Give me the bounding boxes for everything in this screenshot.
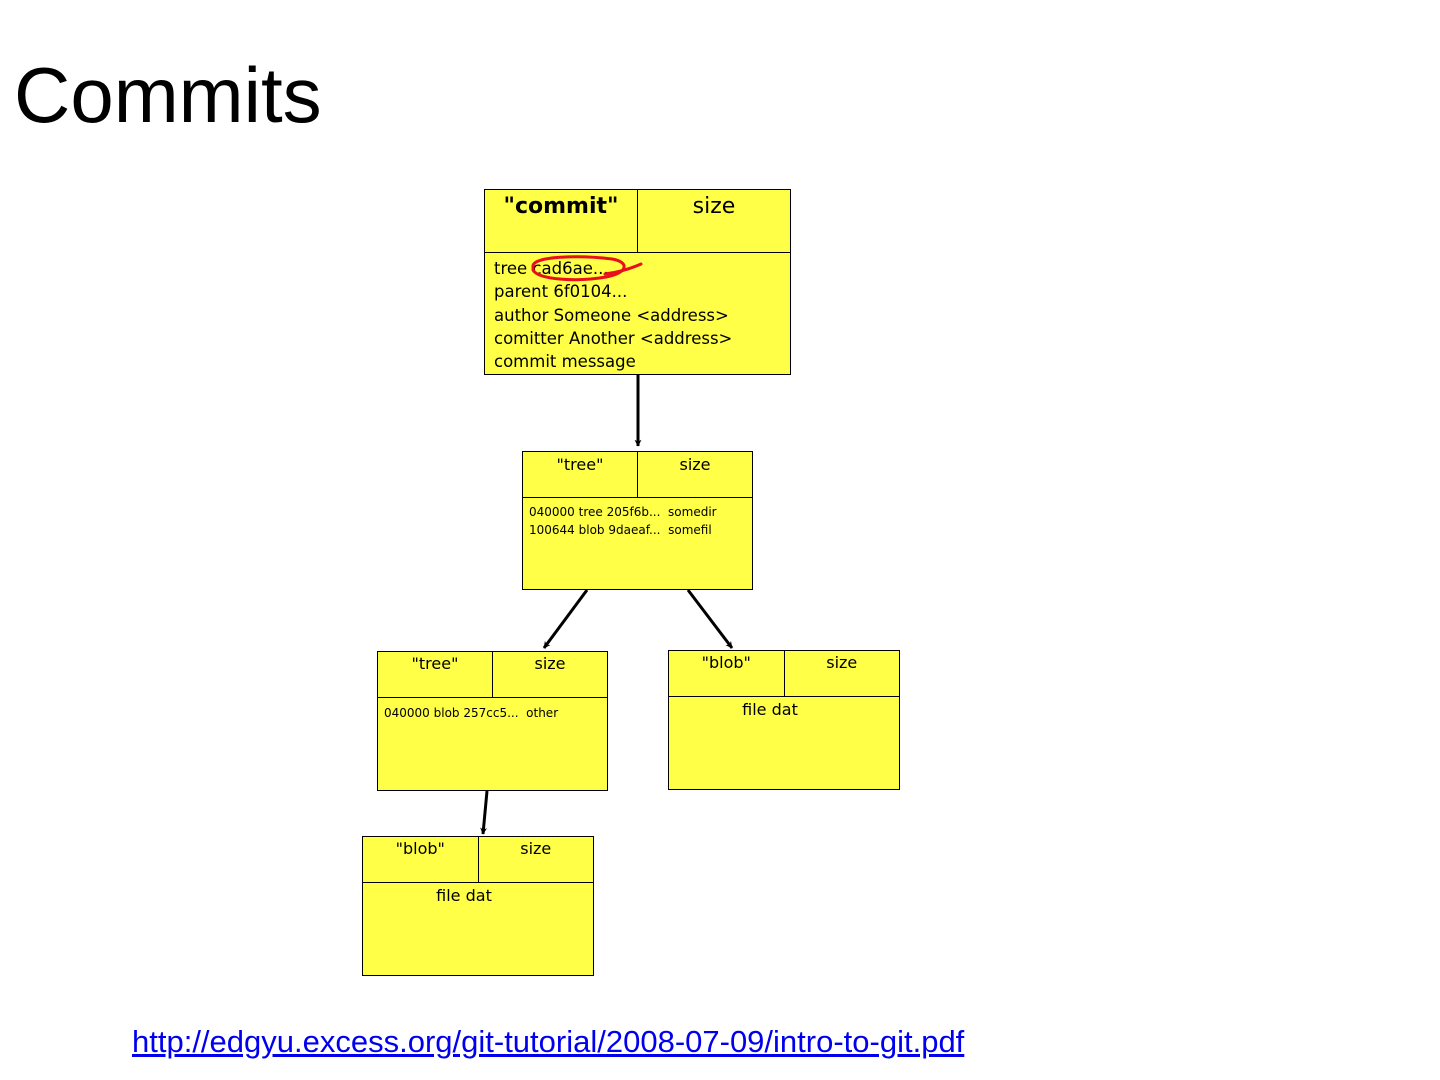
blob-header-right: "blob" size [669,651,899,697]
blob-content-bottom: file dat [436,886,492,905]
subtree-object-box: "tree" size 040000 blob 257cc5... other [377,651,608,791]
tree-body: 040000 tree 205f6b... somedir 100644 blo… [523,498,752,589]
commit-size-label: size [692,194,736,219]
blob-type-label-right: "blob" [669,651,785,696]
blob-size-label-right: size [826,653,858,672]
subtree-size-label: size [534,654,566,673]
tree-object-box: "tree" size 040000 tree 205f6b... somedi… [522,451,753,590]
commit-tree-prefix: tree [494,259,533,278]
tree-header: "tree" size [523,452,752,498]
arrow-subtree-to-blob [480,790,489,835]
commit-message-line: commit message [494,352,636,372]
commit-committer-line: comitter Another <address> [494,328,733,348]
arrow-tree-to-subtree [542,589,589,649]
commit-object-box: "commit" size tree cad6ae... parent 6f01… [484,189,791,375]
blob-header-bottom: "blob" size [363,837,593,883]
blob-object-box-bottom: "blob" size file dat [362,836,594,976]
commit-header: "commit" size [485,190,790,253]
tree-entry-somefil: 100644 blob 9daeaf... somefil [529,523,712,537]
subtree-header: "tree" size [378,652,607,698]
commit-tree-line: tree cad6ae... [494,257,790,280]
blob-size-label-bottom: size [520,839,552,858]
slide-title: Commits [14,51,322,139]
subtree-body: 040000 blob 257cc5... other [378,698,607,790]
commit-author-line: author Someone <address> [494,305,729,325]
blob-content-right: file dat [742,700,798,719]
commit-parent-line: parent 6f0104... [494,282,628,302]
commit-tree-hash: cad6ae... [532,259,609,278]
commit-type-label: "commit" [485,190,638,252]
blob-object-box-right: "blob" size file dat [668,650,900,790]
subtree-type-label: "tree" [378,652,493,697]
tree-entry-somedir: 040000 tree 205f6b... somedir [529,505,717,519]
commit-body: tree cad6ae... parent 6f0104... author S… [485,253,790,374]
arrow-tree-to-blob [686,589,734,649]
tree-size-label: size [679,455,711,474]
subtree-entry-other: 040000 blob 257cc5... other [384,706,559,720]
source-link[interactable]: http://edgyu.excess.org/git-tutorial/200… [132,1024,965,1059]
tree-type-label: "tree" [523,452,638,497]
blob-type-label-bottom: "blob" [363,837,479,882]
